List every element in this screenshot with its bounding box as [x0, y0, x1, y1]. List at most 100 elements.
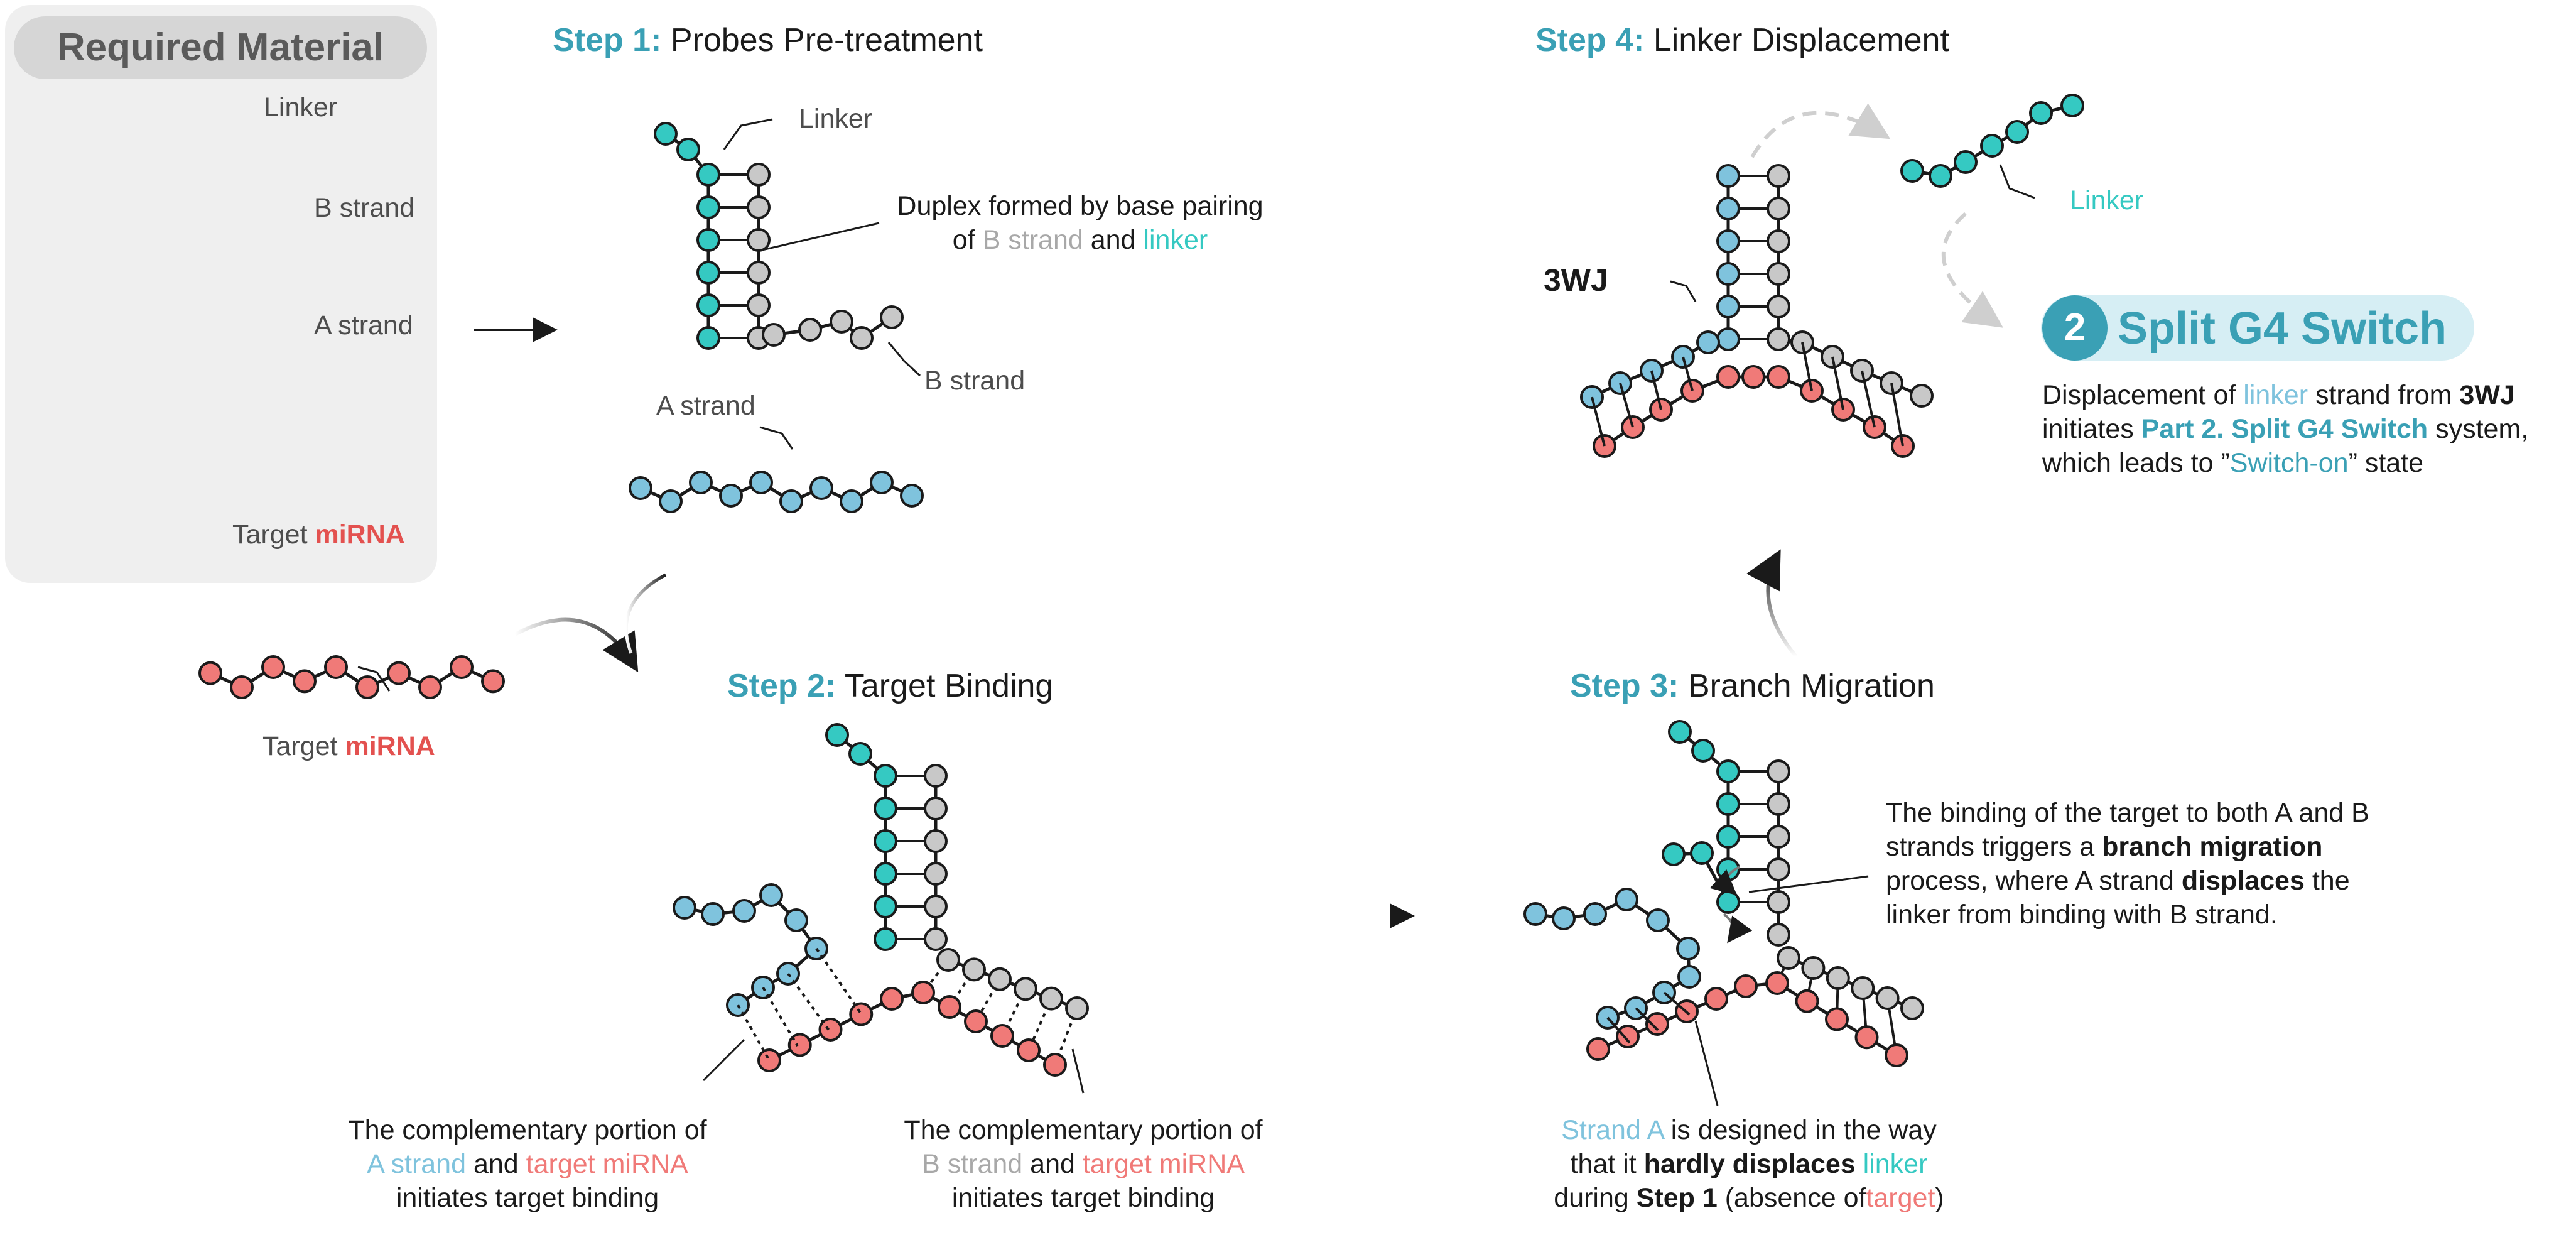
step3-linker-bead — [1691, 739, 1715, 763]
step3-b-upper-bead — [1767, 857, 1790, 881]
step2-target-bead — [757, 1048, 781, 1072]
step1-a-strand — [629, 471, 924, 513]
step4-b-upper-bead — [1767, 295, 1790, 318]
step3-a-strand-bead — [1615, 888, 1638, 911]
step2-target-bead — [938, 995, 961, 1019]
step1-linker-bead — [696, 293, 720, 317]
required-material-title: Required Material — [14, 16, 427, 79]
step1-b-strand-bead — [880, 305, 904, 329]
step1-b-strand-bead — [747, 228, 771, 252]
strand-note-l2b: hardly displaces — [1643, 1149, 1856, 1179]
step1-a-label: A strand — [656, 391, 755, 421]
step2-right-strand: B strand — [922, 1149, 1023, 1179]
step4-target-bead — [1716, 365, 1740, 389]
step3-a-strand — [1523, 888, 1701, 1030]
step1-b-strand-bead — [798, 318, 822, 342]
step4-released-linker-bead — [1980, 134, 2004, 158]
step3-target-bead — [1765, 971, 1789, 995]
step3-target-bead — [1586, 1037, 1610, 1061]
strand-note-l3b: Step 1 — [1636, 1183, 1718, 1213]
step3-target-bead — [1854, 1025, 1879, 1050]
step2-b-upper-bead — [924, 895, 948, 918]
step3-linker-bead — [1662, 842, 1686, 866]
step4-b-upper-bead — [1910, 384, 1934, 408]
free-target-prefix: Target — [262, 731, 338, 761]
step2-a-strand-bead — [759, 883, 783, 907]
step4-title: Linker Displacement — [1653, 22, 1949, 58]
step4-heading: Step 4: Linker Displacement — [1535, 20, 1949, 61]
step3-target-bead — [1825, 1007, 1849, 1031]
step1-b-strand-bead — [747, 261, 771, 285]
step2-linker-bead — [874, 927, 897, 951]
step2-target — [757, 981, 1067, 1077]
duplex-b: B strand — [982, 225, 1083, 255]
strand-note-l3c: (absence of — [1724, 1183, 1866, 1213]
free-target-strand — [198, 655, 505, 699]
free-target-strand-bead — [230, 675, 254, 699]
step1-b-strand-bead — [747, 195, 771, 219]
req-a-label: A strand — [314, 310, 413, 340]
step2-linker-bead — [874, 862, 897, 886]
step4-target-bead — [1767, 365, 1790, 389]
step4-released-linker-bead — [2005, 120, 2029, 144]
g4-desc-line1: Displacement of linker strand from 3WJ — [2042, 379, 2515, 413]
step1-a-strand-bead — [659, 489, 683, 513]
strand-note-l2a: that it — [1570, 1149, 1637, 1179]
migration-l3b: displaces — [2181, 866, 2305, 896]
step2-linker — [825, 723, 897, 951]
step2-b-arm-bead — [1065, 996, 1089, 1020]
step2-target-bead — [964, 1009, 988, 1033]
step3-a-strand-bead — [1646, 908, 1670, 932]
step4-a-upper-bead — [1716, 229, 1740, 253]
step3-heading: Step 3: Branch Migration — [1570, 666, 1935, 707]
step3-target-bead — [1704, 987, 1728, 1011]
free-target-strand-bead — [355, 675, 379, 699]
g4-l3c: ” state — [2348, 448, 2424, 478]
g4-l2b: Part 2. Split G4 Switch — [2141, 414, 2428, 444]
arrow-target-to-step2 — [514, 618, 639, 673]
step2-right-line1: The complementary portion of — [904, 1115, 1263, 1145]
step2-linker-bead — [874, 797, 897, 820]
step4-b-upper-bead — [1767, 327, 1790, 351]
step1-a-strand-bead — [870, 471, 894, 494]
step1-a-strand-bead — [629, 476, 652, 500]
req-target-word: miRNA — [315, 520, 405, 550]
free-target-strand-bead — [481, 669, 505, 694]
step2-a-target-pairs — [737, 947, 862, 1061]
step2-target-bead — [1043, 1053, 1067, 1077]
g4-l3b: Switch-on — [2229, 448, 2349, 478]
free-target-label: Target miRNA — [262, 730, 435, 764]
g4-l1b: linker — [2243, 380, 2308, 410]
step2-linker-bead — [825, 723, 849, 747]
step2-right-target: target miRNA — [1082, 1149, 1245, 1179]
strand-note-line2: that it hardly displaces linker — [1571, 1148, 1928, 1182]
step1-b-strand-bead — [747, 163, 771, 187]
step3-b-arm-bead — [1875, 986, 1900, 1010]
step3-linker-bead — [1716, 890, 1740, 914]
req-target-label: Target miRNA — [232, 518, 405, 552]
step2-target-bead — [787, 1033, 812, 1057]
step2-b-upper-bead — [924, 797, 948, 820]
step3-b-arm-bead — [1826, 966, 1850, 990]
free-target-strand-bead — [387, 661, 411, 685]
step1-number: Step 1: — [553, 22, 662, 58]
migration-l2b: branch migration — [2102, 832, 2323, 862]
step4-released-linker-bead — [1929, 164, 1952, 188]
split-g4-pill — [2041, 295, 2474, 361]
step3-linker-bead — [1716, 759, 1740, 783]
step3-a-strand-bead — [1583, 902, 1607, 926]
split-g4-number: 2 — [2042, 295, 2108, 361]
step4-linker-label: Linker — [2070, 185, 2144, 215]
step2-b-upper-bead — [924, 862, 948, 886]
step1-b-strand-bead — [830, 310, 853, 334]
step1-a-strand-bead — [809, 476, 833, 500]
duplex-of: of — [952, 225, 975, 255]
g4-desc-line3: which leads to ”Switch-on” state — [2042, 447, 2423, 481]
step1-b-strand — [747, 163, 904, 350]
step2-linker-bead — [874, 895, 897, 918]
free-target-strand-bead — [450, 655, 474, 679]
step3-number: Step 3: — [1570, 668, 1679, 704]
step1-linker-bead — [696, 261, 720, 285]
step2-right-and: and — [1030, 1149, 1075, 1179]
duplex-note-line2: of B strand and linker — [953, 224, 1208, 258]
